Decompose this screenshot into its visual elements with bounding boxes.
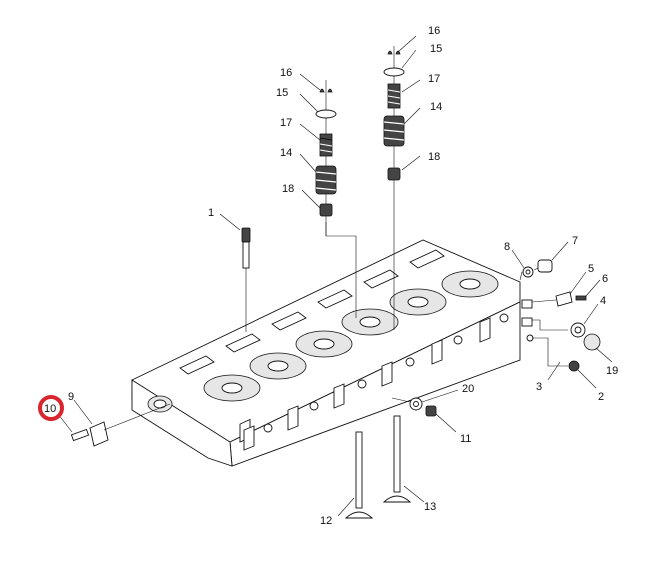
valve-12-stem <box>355 431 363 509</box>
callouts: 16 15 17 14 18 16 15 17 14 18 1 8 7 5 6 … <box>44 25 618 527</box>
right-side-fittings <box>519 259 601 372</box>
valve-retainer <box>315 109 337 119</box>
left-bracket <box>70 403 171 447</box>
valve-train-left <box>315 80 357 318</box>
callout-14-left: 14 <box>280 147 292 159</box>
callout-15-right: 15 <box>430 43 442 55</box>
bolt-6 <box>575 295 587 301</box>
callout-12: 12 <box>320 515 332 527</box>
outer-spring <box>315 165 337 195</box>
callout-19: 19 <box>606 365 618 377</box>
valves <box>344 415 412 519</box>
callout-15-left: 15 <box>276 87 288 99</box>
callout-10: 10 <box>44 403 56 415</box>
leader-lines <box>57 35 613 517</box>
deck-ports <box>179 249 445 375</box>
valve-keeper-icon <box>387 50 401 55</box>
callout-6: 6 <box>602 273 608 285</box>
valve-13-head <box>382 495 412 503</box>
bracket-5 <box>555 291 573 307</box>
valve-12-head <box>344 511 374 519</box>
nut-2 <box>568 360 580 372</box>
cylinder-head <box>131 239 534 467</box>
highlight-ring <box>38 395 64 421</box>
callout-2: 2 <box>598 391 604 403</box>
callout-20: 20 <box>462 383 474 395</box>
inner-spring <box>319 133 333 157</box>
callout-8: 8 <box>504 241 510 253</box>
valve-retainer <box>383 67 405 77</box>
fitting-20-11 <box>391 397 437 417</box>
callout-16-right: 16 <box>428 25 440 37</box>
valve-13-stem <box>393 415 401 493</box>
outer-spring <box>383 115 405 147</box>
valve-pockets <box>203 270 499 402</box>
callout-3: 3 <box>536 381 542 393</box>
callout-18-left: 18 <box>282 183 294 195</box>
plug-19 <box>583 333 601 351</box>
callout-11: 11 <box>460 433 471 445</box>
callout-16-left: 16 <box>280 67 292 79</box>
valve-train-right <box>383 46 405 330</box>
callout-4: 4 <box>600 295 606 307</box>
callout-1: 1 <box>208 207 214 219</box>
callout-5: 5 <box>588 263 594 275</box>
callout-14-right: 14 <box>430 101 442 113</box>
callout-17-left: 17 <box>280 117 292 129</box>
callout-7: 7 <box>572 235 578 247</box>
bolt-10 <box>70 428 90 442</box>
part-1-sleeve <box>241 227 251 332</box>
plug-7 <box>537 259 553 273</box>
bolt-11 <box>425 405 437 417</box>
front-ports <box>239 313 509 451</box>
callout-13: 13 <box>424 501 436 513</box>
valve-seal <box>319 203 333 217</box>
bracket-9 <box>89 421 109 447</box>
callout-17-right: 17 <box>428 73 440 85</box>
valve-seal <box>387 167 401 181</box>
inner-spring <box>387 83 401 109</box>
callout-18-right: 18 <box>428 151 440 163</box>
valve-keeper-icon <box>319 88 333 93</box>
callout-9: 9 <box>68 391 74 403</box>
